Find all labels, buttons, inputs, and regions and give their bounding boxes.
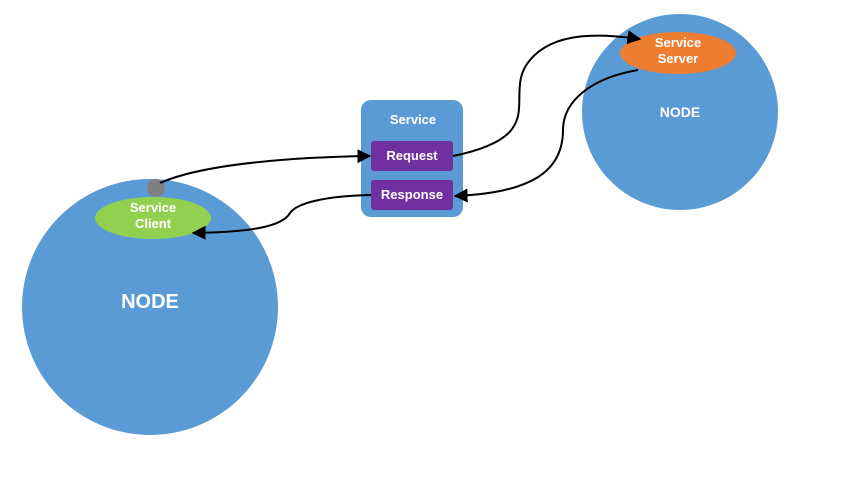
arrow-server-to-response xyxy=(453,69,639,203)
service-server-ellipse xyxy=(620,32,736,74)
service-server-label: Service Server xyxy=(620,35,736,68)
client-node-circle xyxy=(22,179,278,435)
client-node-label: NODE xyxy=(121,291,179,313)
request-label: Request xyxy=(386,148,438,163)
arrow-response-to-client xyxy=(191,194,372,240)
server-node-label: NODE xyxy=(659,104,701,120)
service-client-line2: Client xyxy=(134,216,172,232)
response-box xyxy=(371,180,453,210)
service-title: Service xyxy=(389,112,437,127)
service-server-line2: Server xyxy=(657,51,699,67)
arrow-request-to-server xyxy=(452,30,642,157)
service-client-line1: Service xyxy=(129,200,177,215)
request-box xyxy=(371,141,453,171)
service-server-line1: Service xyxy=(654,35,702,50)
service-client-ellipse xyxy=(95,197,211,239)
arrow-client-to-request xyxy=(159,149,372,184)
response-label: Response xyxy=(380,187,444,202)
service-client-label: Service Client xyxy=(95,200,211,233)
